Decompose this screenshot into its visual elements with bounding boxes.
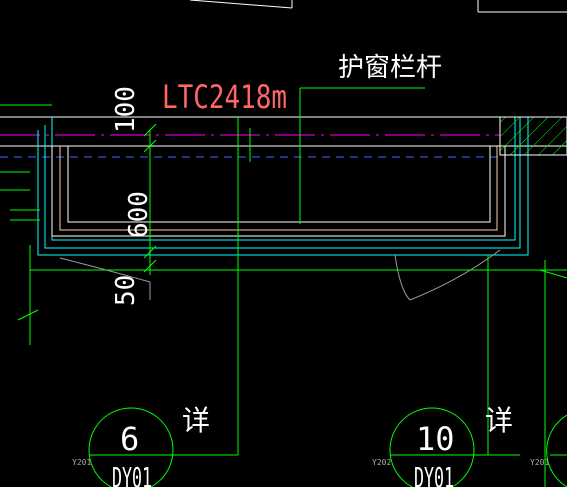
detail-left-number: 6 [120, 420, 139, 458]
door-arc-right-2 [409, 249, 501, 301]
building-outline [189, 0, 567, 13]
railing-leader [299, 87, 425, 224]
bay-window-profile [37, 117, 529, 256]
detail-circle-left [88, 407, 174, 487]
detail-leaders [17, 117, 546, 487]
dimension-vertical [143, 123, 157, 275]
detail-right-tag: Y202 [372, 458, 391, 467]
wall-hatch [499, 116, 567, 156]
detail-circle-right [389, 407, 475, 487]
dim-label-50: 50 [111, 275, 141, 306]
detail-circle-far-right [546, 414, 567, 487]
detail-right-sheet: DY01 [414, 461, 454, 487]
dim-label-600: 600 [124, 191, 154, 238]
far-right-tag: Y201 [530, 458, 549, 467]
window-code-label: LTC2418m [162, 78, 287, 116]
detail-right-number: 10 [416, 420, 455, 458]
detail-left-tag: Y201 [72, 458, 91, 467]
dim-label-100: 100 [111, 86, 141, 133]
door-arc-right [394, 254, 411, 301]
detail-right-word: 详 [485, 404, 513, 437]
floor-line-bottom-2 [539, 269, 567, 279]
detail-left-sheet: DY01 [112, 461, 152, 487]
railing-note-label: 护窗栏杆 [338, 53, 442, 83]
door-arc-left [59, 257, 151, 283]
detail-left-word: 详 [182, 404, 210, 437]
